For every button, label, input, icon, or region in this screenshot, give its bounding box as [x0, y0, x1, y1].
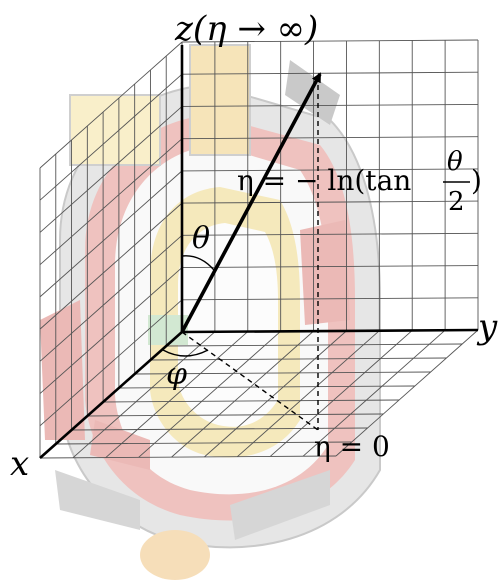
- horizontal-projection-dashed: [181, 331, 319, 431]
- grid-line: [181, 200, 479, 204]
- grid-xy-plane: [39, 329, 479, 459]
- grid-line: [237, 330, 380, 458]
- grid-line: [171, 330, 314, 458]
- grid-line: [181, 136, 479, 140]
- grid-line: [181, 71, 479, 75]
- grid-line: [39, 299, 183, 427]
- x-axis-line: [39, 331, 183, 459]
- grid-line: [181, 297, 479, 301]
- grid-line: [138, 330, 281, 458]
- grid-line: [39, 455, 337, 459]
- grid-line: [335, 329, 479, 457]
- grid-line: [39, 267, 183, 394]
- grid-line: [134, 371, 431, 375]
- grid-line: [181, 265, 479, 269]
- grid-line: [302, 329, 446, 457]
- momentum-vector-arrow: [180, 72, 322, 333]
- detector-background: [40, 44, 381, 580]
- z-axis-label: z(η → ∞): [174, 9, 318, 49]
- grid-line: [166, 343, 463, 347]
- eta-definition-formula: η = − ln(tan θ 2 ): [237, 147, 482, 217]
- grid-line: [105, 331, 249, 458]
- grid-line: [181, 103, 479, 107]
- phi-label: φ: [166, 357, 187, 392]
- grid-line: [39, 202, 183, 330]
- grid-line: [87, 413, 384, 417]
- grid-line: [269, 330, 413, 457]
- eta-formula-numerator: θ: [447, 147, 463, 177]
- y-axis-line: [181, 328, 479, 334]
- eta-formula-close-paren: ): [471, 164, 482, 197]
- grid-line: [181, 232, 479, 236]
- grid-line: [181, 168, 479, 172]
- grid-line: [39, 106, 183, 233]
- eta-formula-main: η = − ln(tan: [237, 164, 411, 197]
- grid-line: [39, 170, 183, 298]
- theta-arc: [181, 255, 215, 271]
- grid-line: [39, 234, 183, 362]
- theta-label: θ: [192, 221, 210, 256]
- eta-formula-denominator: 2: [448, 187, 465, 217]
- eta-zero-label: η = 0: [314, 430, 390, 463]
- grid-line: [103, 399, 400, 403]
- grid-line: [72, 331, 216, 459]
- x-axis-label: x: [10, 444, 29, 484]
- grid-line: [39, 138, 183, 266]
- phi-arc: [162, 349, 209, 357]
- grid-line: [150, 357, 447, 361]
- grid-line: [39, 73, 183, 201]
- grid-line: [39, 41, 183, 169]
- grid-line: [55, 441, 352, 445]
- y-axis-label: y: [476, 307, 498, 347]
- grid-line: [181, 39, 479, 43]
- grid-line: [118, 385, 415, 389]
- grid-line: [204, 330, 347, 458]
